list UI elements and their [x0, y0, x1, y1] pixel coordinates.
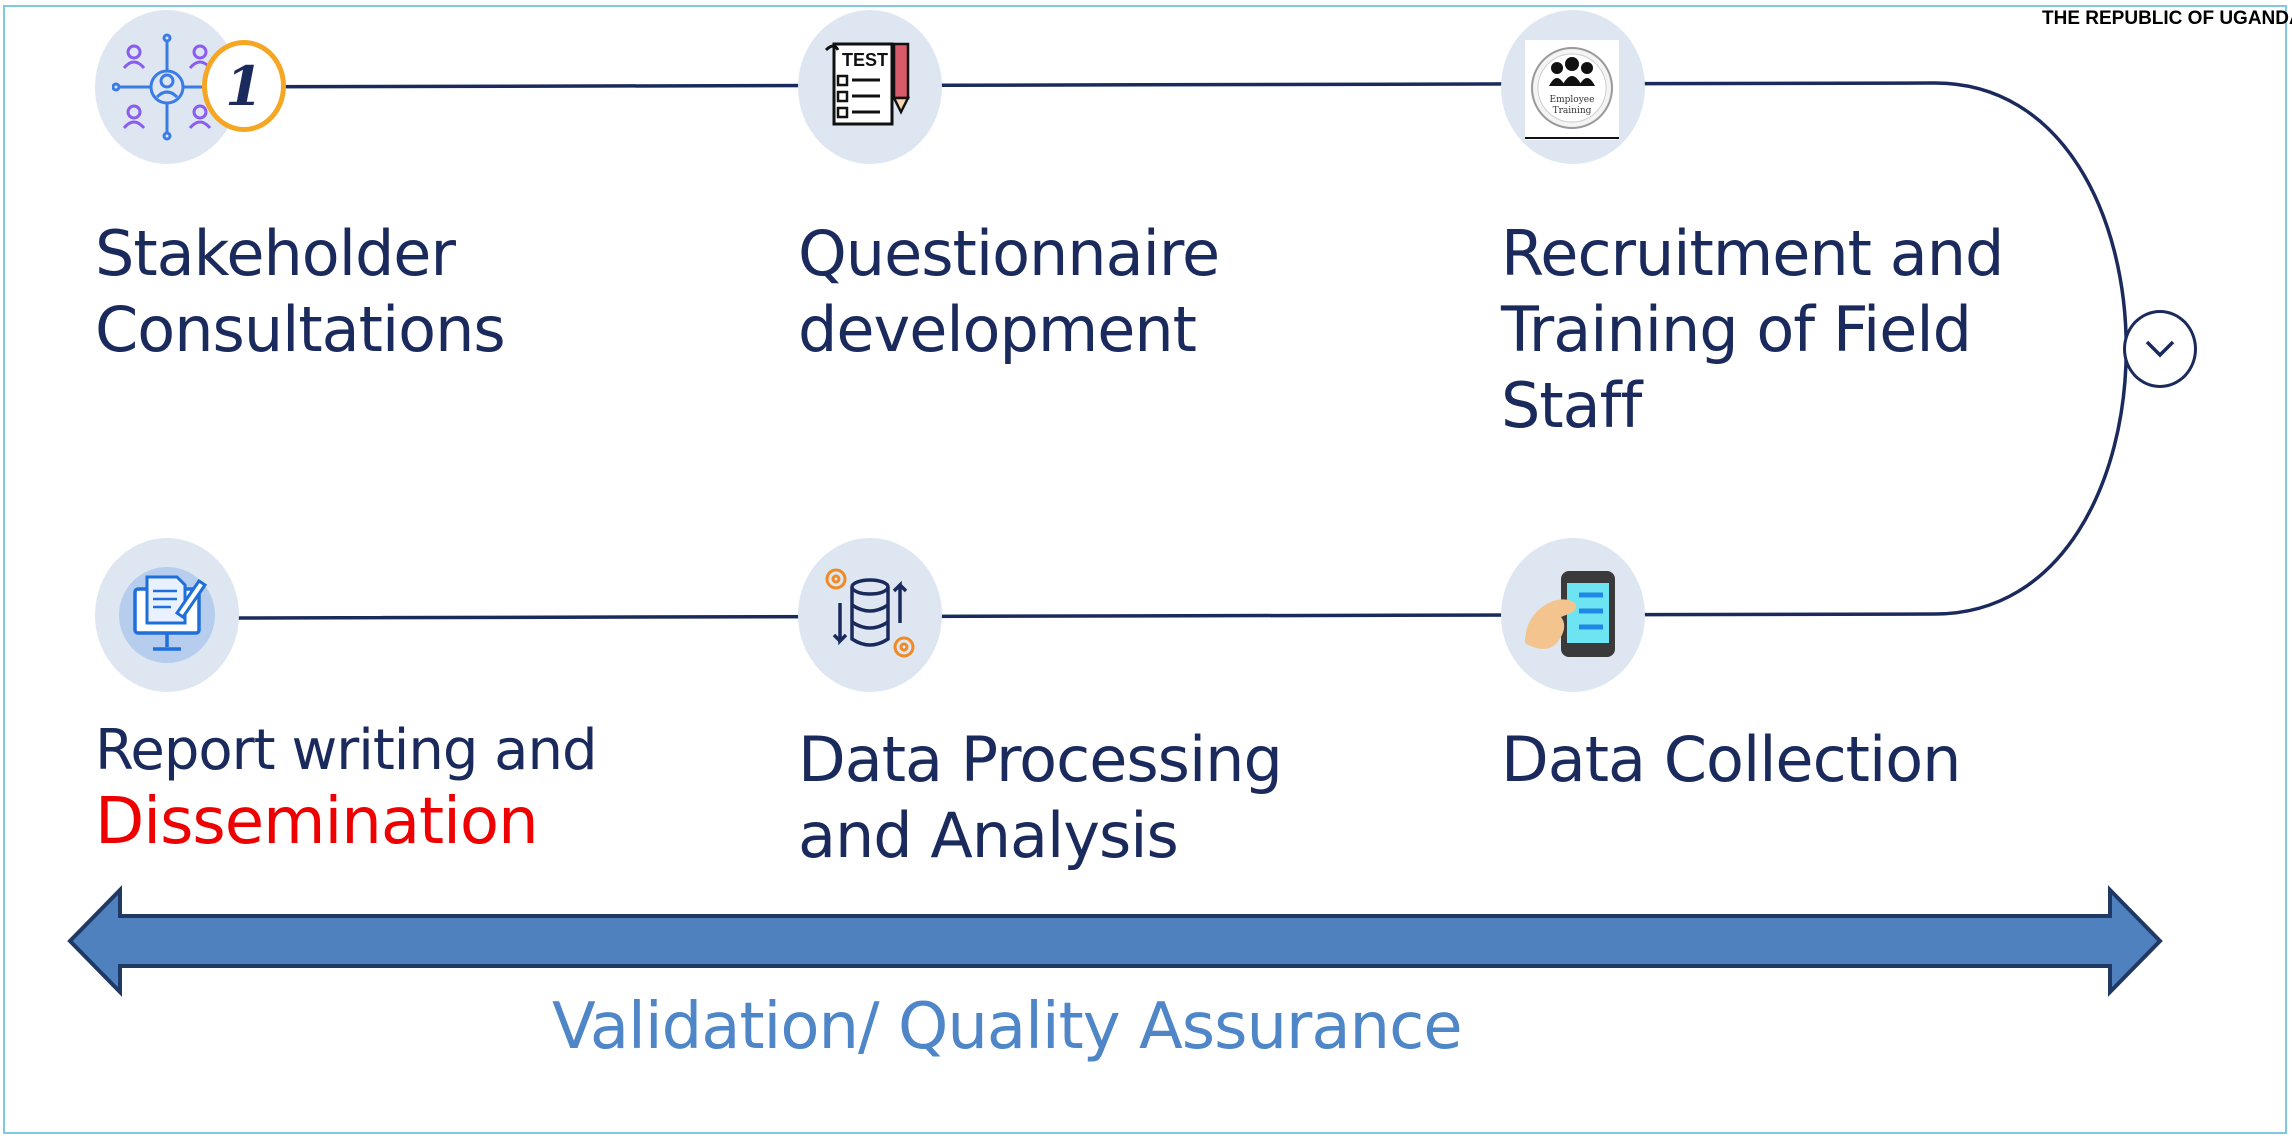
validation-quality-assurance-label: Validation/ Quality Assurance	[552, 990, 1463, 1064]
step-1-label-line-2: Consultations	[95, 293, 506, 366]
step-1-label: Stakeholder Consultations	[95, 216, 506, 368]
step-2-label-line-1: Questionnaire	[798, 217, 1220, 290]
test-icon-text: TEST	[842, 50, 888, 70]
employee-training-icon-text-1: Employee	[1550, 95, 1595, 105]
step-2-label-line-2: development	[798, 293, 1197, 366]
report-computer-icon	[119, 567, 215, 663]
database-gears-icon	[825, 568, 915, 658]
step-6-label-line-1: Report writing and	[95, 718, 598, 783]
step-4-icon-circle	[1501, 538, 1645, 692]
step-5-label-line-1: Data Processing	[798, 723, 1283, 796]
mobile-tablet-icon	[1525, 571, 1615, 657]
step-5-label: Data Processing and Analysis	[798, 722, 1283, 874]
step-6-icon-circle	[95, 538, 239, 692]
chevron-down-icon	[2145, 340, 2175, 358]
slide-frame	[3, 5, 2287, 1134]
step-1-number-badge: 1	[202, 40, 286, 132]
flow-direction-chevron	[2123, 310, 2197, 388]
test-document-icon: TEST	[824, 42, 911, 126]
step-3-icon-circle: Employee Training	[1501, 10, 1645, 164]
step-1-label-line-1: Stakeholder	[95, 217, 456, 290]
step-3-label-line-1: Recruitment and	[1501, 217, 2004, 290]
validation-double-arrow	[67, 885, 2163, 997]
step-3-label-line-3: Staff	[1501, 369, 1642, 442]
step-6-label: Report writing and Dissemination	[95, 716, 598, 859]
step-2-label: Questionnaire development	[798, 216, 1220, 368]
step-3-label-line-2: Training of Field	[1501, 293, 1972, 366]
step-5-icon-circle	[798, 538, 942, 692]
step-5-label-line-2: and Analysis	[798, 799, 1179, 872]
step-4-label-line-1: Data Collection	[1501, 723, 1961, 796]
step-2-icon-circle: TEST	[798, 10, 942, 164]
header-text: THE REPUBLIC OF UGANDA	[2042, 8, 2292, 29]
step-3-label: Recruitment and Training of Field Staff	[1501, 216, 2004, 444]
step-4-label: Data Collection	[1501, 722, 1961, 798]
employee-training-icon-text-2: Training	[1553, 106, 1592, 116]
stakeholder-network-icon	[112, 33, 216, 141]
step-6-label-line-2-highlight: Dissemination	[95, 785, 539, 859]
employee-training-icon: Employee Training	[1525, 40, 1619, 140]
